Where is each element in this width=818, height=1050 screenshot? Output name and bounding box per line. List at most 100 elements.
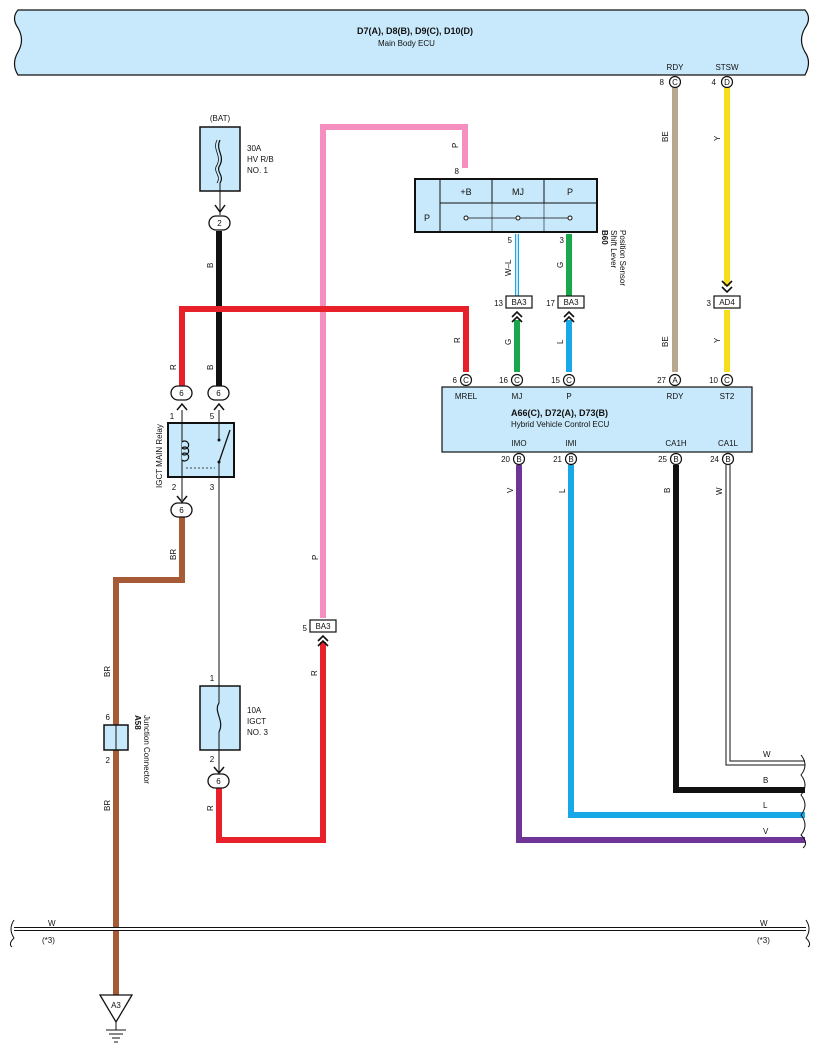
svg-text:A3: A3 [111,1001,121,1010]
svg-text:+B: +B [460,187,471,197]
svg-text:1: 1 [170,412,175,421]
svg-text:CA1H: CA1H [665,439,687,448]
hv-ecu-pin-p: 15 C P [551,373,576,401]
svg-text:P: P [451,143,460,148]
svg-text:4: 4 [712,78,717,87]
svg-text:A58: A58 [133,715,142,730]
svg-text:C: C [514,376,520,385]
svg-text:B: B [663,488,672,493]
svg-text:BR: BR [103,800,112,811]
svg-text:C: C [463,376,469,385]
svg-text:B: B [206,263,215,268]
svg-text:V: V [506,487,515,493]
svg-text:A: A [672,376,678,385]
hv-ecu-pin-imi: IMI 21 B [553,439,578,466]
svg-text:24: 24 [710,455,719,464]
svg-text:5: 5 [210,412,215,421]
svg-text:Hybrid Vehicle Control ECU: Hybrid Vehicle Control ECU [511,420,609,429]
svg-text:CA1L: CA1L [718,439,739,448]
relay-name: IGCT MAIN Relay [155,424,164,488]
svg-text:BE: BE [661,336,670,347]
svg-text:6: 6 [179,506,184,515]
wire-l [568,465,805,818]
shift-lever-position-sensor: 8 +B MJ P P 5 3 B60 Shift Lever Position… [414,167,627,286]
svg-text:L: L [556,339,565,344]
svg-text:B: B [763,776,768,785]
svg-text:L: L [558,488,567,493]
hv-ecu-pin-rdy: 27 A RDY [657,373,684,401]
svg-text:ST2: ST2 [720,392,735,401]
wire-r-fuse [216,642,326,843]
relay-connector-right [207,385,230,401]
wire-r-mrel [179,306,469,386]
svg-text:MJ: MJ [512,392,523,401]
svg-text:BA3: BA3 [511,298,527,307]
junction-connector-a58: 6 2 A58 Junction Connector [103,713,151,784]
relay-connector-left [170,385,193,401]
w-bus-line: W (*3) W (*3) [9,919,811,948]
svg-text:B: B [206,365,215,370]
svg-text:BR: BR [169,549,178,560]
main-ecu-codes: D7(A), D8(B), D9(C), D10(D) [357,26,473,36]
svg-text:6: 6 [106,713,111,722]
svg-text:17: 17 [546,299,555,308]
svg-text:BR: BR [103,666,112,677]
svg-text:6: 6 [179,389,184,398]
svg-text:IGCT: IGCT [247,717,266,726]
svg-text:8: 8 [660,78,665,87]
svg-text:D: D [724,78,730,87]
svg-text:MJ: MJ [512,187,524,197]
svg-text:1: 1 [210,674,215,683]
svg-text:10: 10 [709,376,718,385]
svg-text:10A: 10A [247,706,262,715]
svg-text:5: 5 [508,236,513,245]
svg-text:B: B [725,455,730,464]
svg-text:25: 25 [658,455,667,464]
wire-labels: P P BE BE Y Y B R B R W–L G G L BR BR BR… [103,131,771,836]
svg-text:R: R [169,364,178,370]
svg-text:R: R [310,670,319,676]
svg-text:R: R [453,337,462,343]
svg-text:Y: Y [713,337,722,343]
svg-text:(*3): (*3) [757,936,770,945]
svg-text:2: 2 [210,755,215,764]
svg-text:B: B [568,455,573,464]
fuse-hv-rb-no1: (BAT) 30A HV R/B NO. 1 2 [199,114,274,231]
wire-p-pink [320,124,468,618]
ground-a3: A3 [98,994,134,1043]
svg-text:3: 3 [707,299,712,308]
hv-ecu-pin-st2: 10 C ST2 [709,373,735,401]
svg-text:Y: Y [713,135,722,141]
svg-text:W: W [48,919,56,928]
hv-ecu-pin-ca1l: CA1L 24 B [710,439,739,466]
svg-text:Junction Connector: Junction Connector [142,715,151,784]
svg-text:NO. 3: NO. 3 [247,728,268,737]
svg-text:5: 5 [303,624,308,633]
svg-text:2: 2 [106,756,111,765]
svg-text:IMO: IMO [511,439,526,448]
svg-text:R: R [206,805,215,811]
wire-w [725,465,805,766]
svg-text:6: 6 [453,376,458,385]
hv-ecu-pin-imo: IMO 20 B [501,439,527,466]
svg-text:RDY: RDY [667,63,685,72]
connector-ba3-17: 17 BA3 [546,295,585,323]
svg-text:IMI: IMI [565,439,576,448]
svg-text:2: 2 [172,483,177,492]
svg-text:3: 3 [560,236,565,245]
svg-text:(BAT): (BAT) [210,114,231,123]
wire-b [673,465,805,793]
main-ecu-name: Main Body ECU [378,39,435,48]
main-body-ecu: D7(A), D8(B), D9(C), D10(D) Main Body EC… [13,9,810,76]
svg-text:W–L: W–L [504,259,513,276]
svg-text:P: P [567,187,573,197]
svg-text:13: 13 [494,299,503,308]
svg-text:G: G [504,339,513,345]
svg-text:P: P [311,555,320,560]
svg-text:2: 2 [217,219,222,228]
svg-text:C: C [566,376,572,385]
svg-text:30A: 30A [247,144,262,153]
svg-text:C: C [672,78,678,87]
svg-text:BA3: BA3 [563,298,579,307]
hybrid-vehicle-control-ecu: A66(C), D72(A), D73(B) Hybrid Vehicle Co… [441,373,753,466]
